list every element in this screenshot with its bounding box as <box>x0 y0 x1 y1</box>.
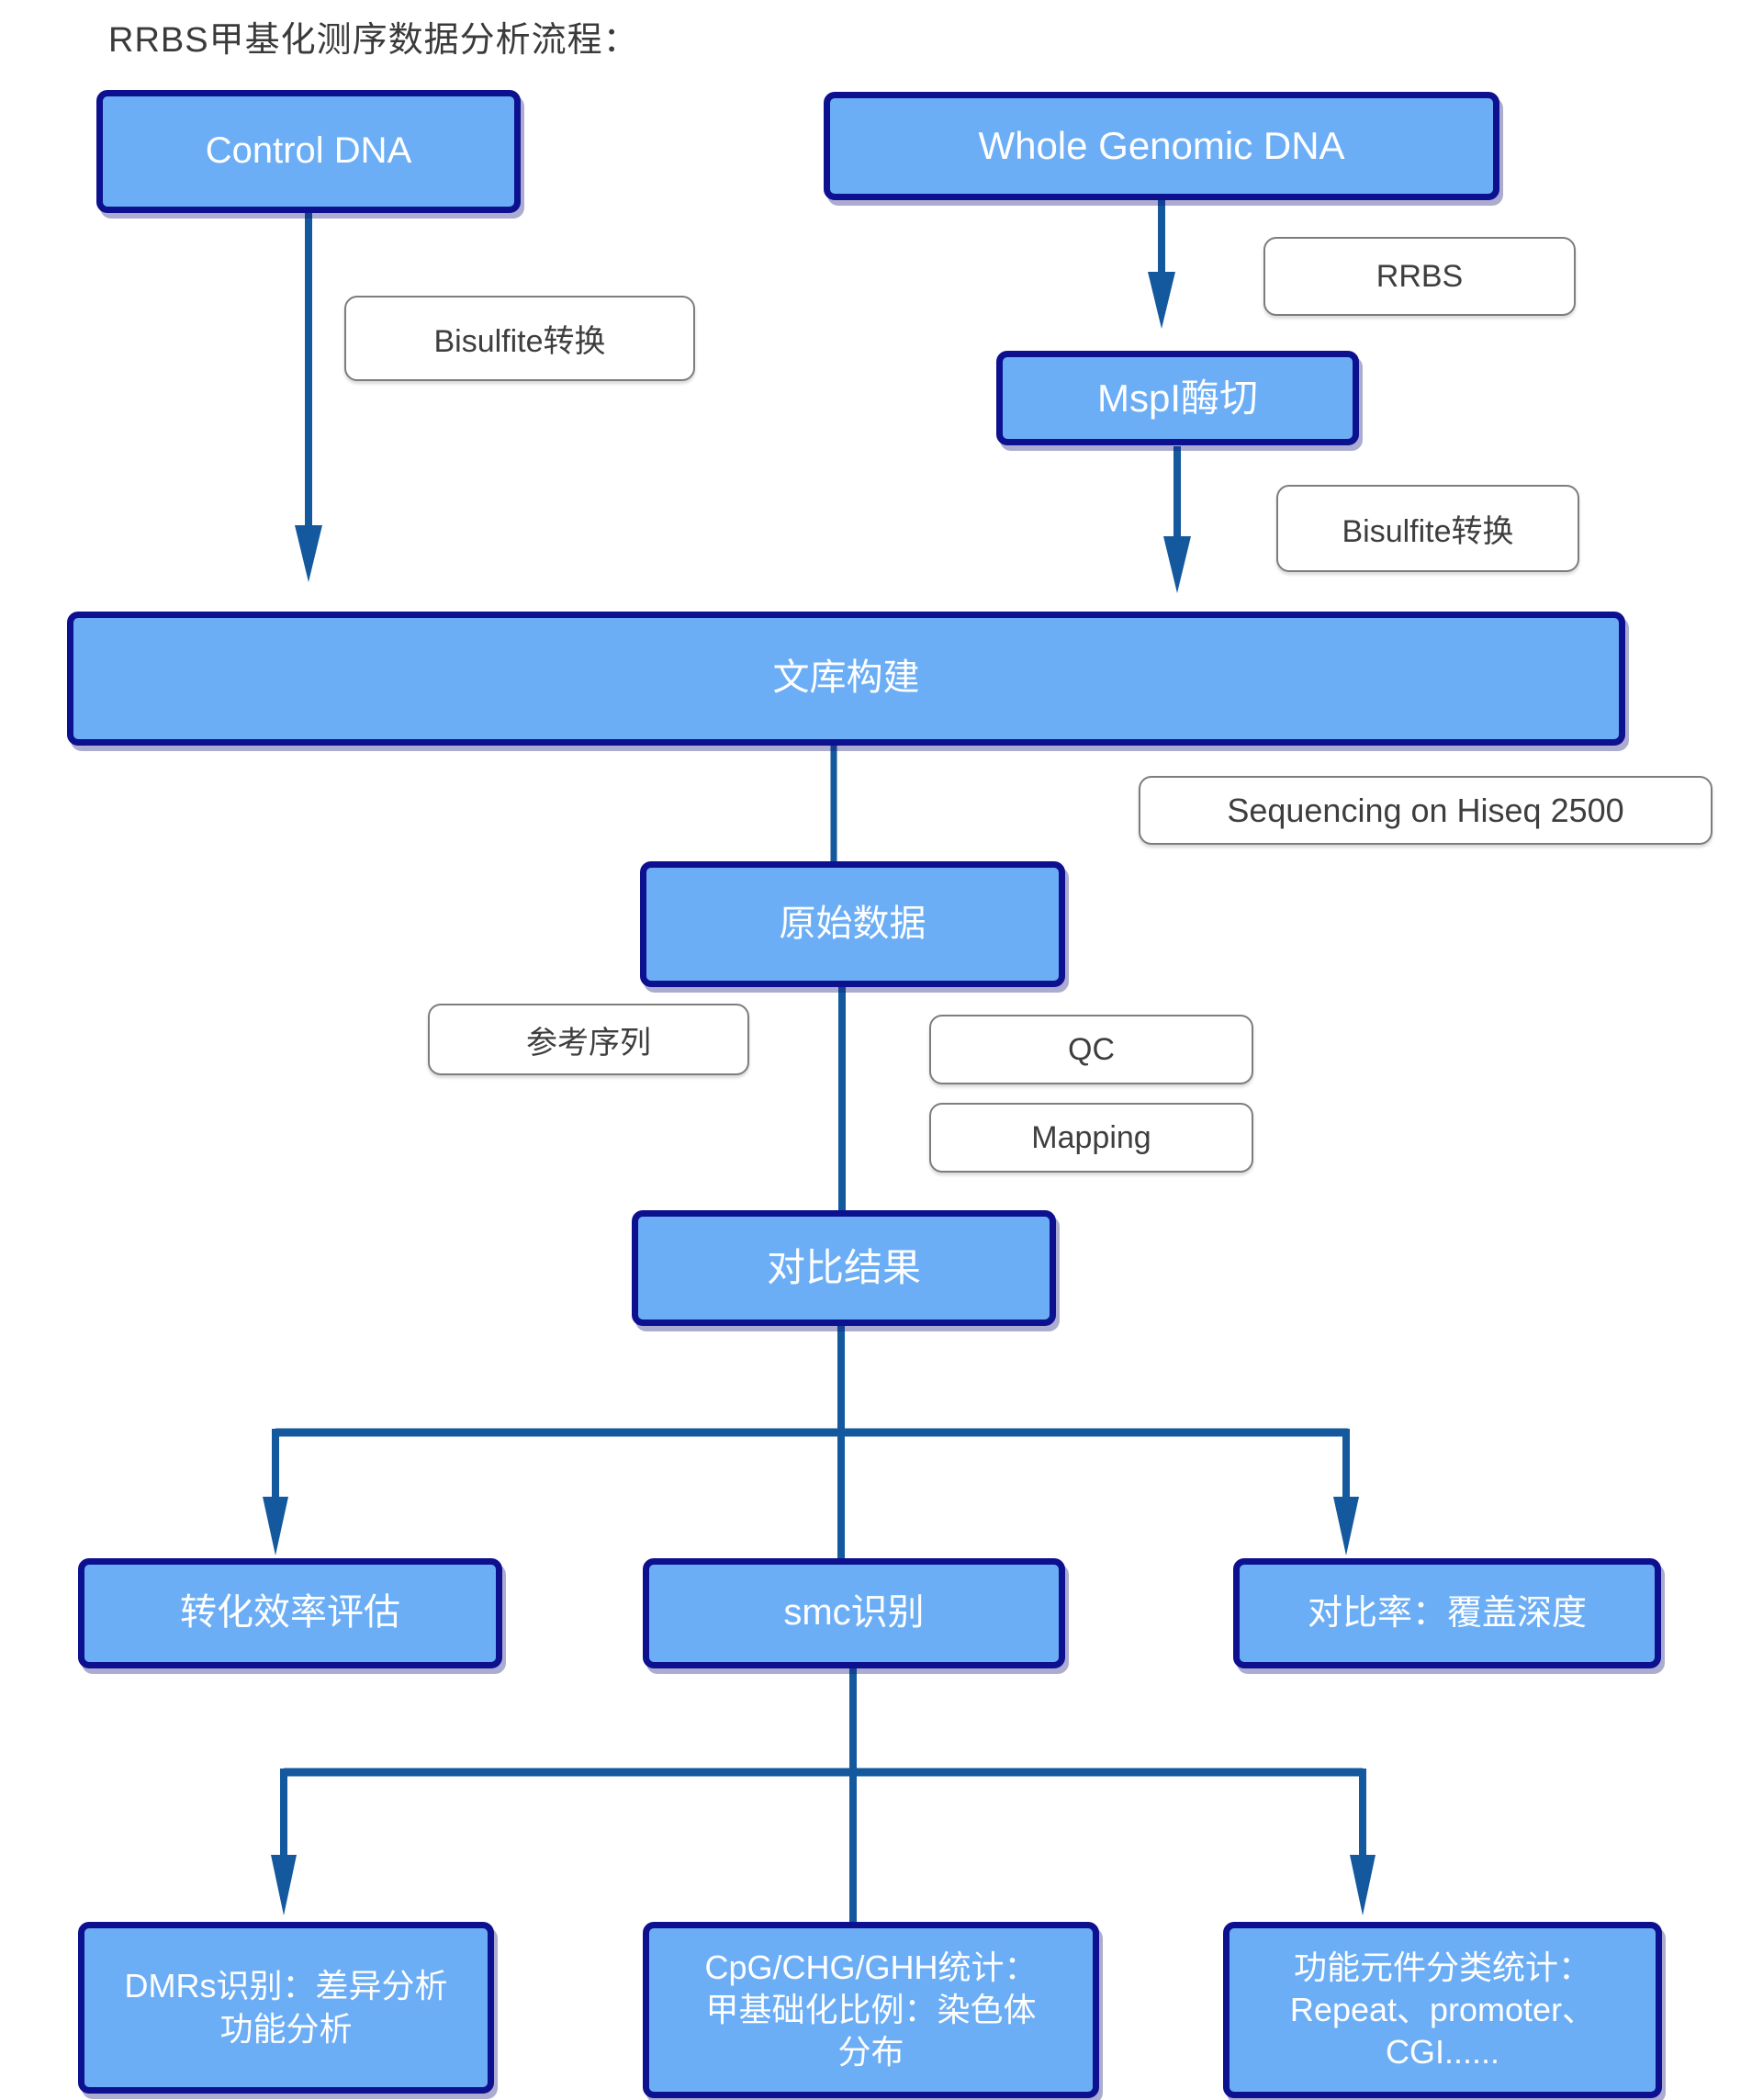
node-dmrs-identification: DMRs识别：差异分析 功能分析 <box>78 1922 494 2094</box>
node-smc-identification: smc识别 <box>643 1558 1065 1668</box>
label-reference-sequence: 参考序列 <box>428 1004 749 1075</box>
arrowhead-branch1-left <box>263 1497 288 1555</box>
label-bisulfite-conversion-left: Bisulfite转换 <box>344 296 695 381</box>
node-cpg-statistics: CpG/CHG/GHH统计： 甲基础化比例：染色体 分布 <box>643 1922 1099 2098</box>
node-library-construction: 文库构建 <box>67 612 1625 746</box>
label-sequencing-hiseq: Sequencing on Hiseq 2500 <box>1139 776 1712 845</box>
arrowhead-branch2-right <box>1350 1855 1376 1915</box>
node-mspi-digestion: MspI酶切 <box>996 351 1359 445</box>
node-whole-genomic-dna: Whole Genomic DNA <box>824 92 1499 200</box>
label-mapping: Mapping <box>929 1103 1253 1173</box>
node-raw-data: 原始数据 <box>640 861 1065 987</box>
arrowhead-wholedna-to-mspi <box>1148 272 1175 329</box>
page-title: RRBS甲基化测序数据分析流程： <box>108 21 639 60</box>
node-conversion-efficiency: 转化效率评估 <box>78 1558 502 1668</box>
arrowhead-control-to-library <box>295 525 322 582</box>
label-rrbs: RRBS <box>1263 237 1576 316</box>
label-bisulfite-conversion-right: Bisulfite转换 <box>1276 485 1579 572</box>
arrowhead-branch2-left <box>271 1855 297 1915</box>
node-functional-elements: 功能元件分类统计： Repeat、promoter、 CGI...... <box>1223 1922 1662 2098</box>
node-control-dna: Control DNA <box>96 90 521 213</box>
node-alignment-rate-coverage: 对比率：覆盖深度 <box>1233 1558 1661 1668</box>
arrowhead-mspi-to-library <box>1163 536 1191 593</box>
label-qc: QC <box>929 1015 1253 1084</box>
node-alignment-result: 对比结果 <box>632 1210 1056 1326</box>
arrowhead-branch1-right <box>1333 1497 1359 1555</box>
